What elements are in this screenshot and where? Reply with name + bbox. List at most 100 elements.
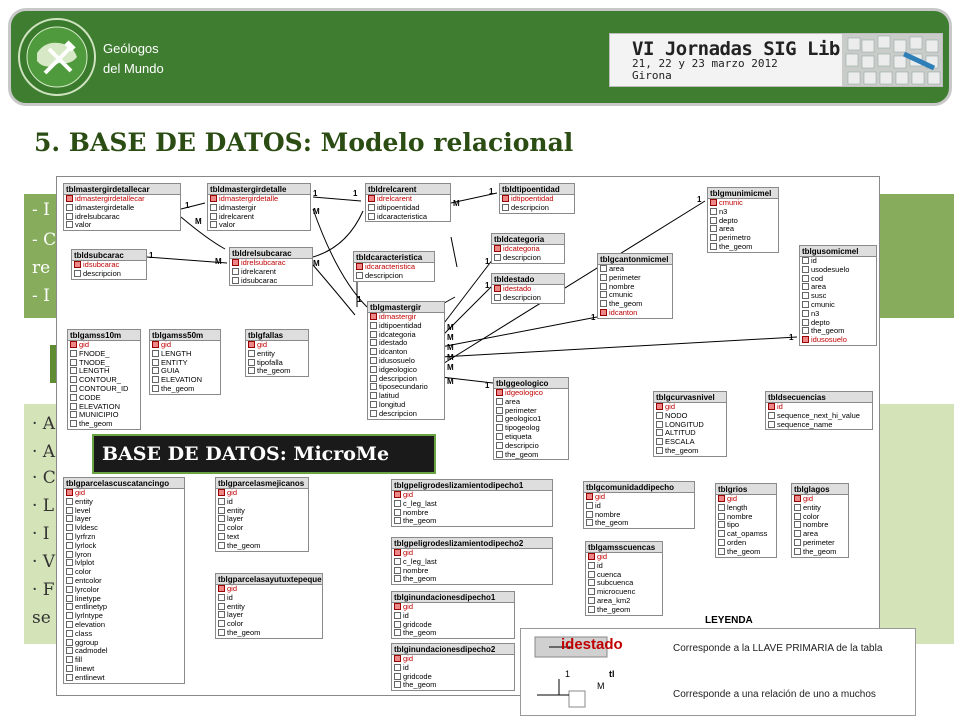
db-table-name: tblgcurvasnivel <box>654 392 726 403</box>
db-field: lyrfrzn <box>64 533 184 542</box>
db-field: color <box>792 513 848 522</box>
db-primary-key-field: cmunic <box>708 199 778 208</box>
db-field: ELEVATION <box>68 403 140 412</box>
db-field: area_km2 <box>586 597 662 606</box>
db-primary-key-field: idestado <box>492 285 564 294</box>
db-field: the_geom <box>584 519 694 528</box>
db-field: ENTITY <box>150 359 220 368</box>
db-field: idmastergir <box>208 204 310 213</box>
db-field: nombre <box>392 509 552 518</box>
cardinality-label: M <box>313 259 320 268</box>
db-field: latitud <box>368 392 444 401</box>
cardinality-label: 1 <box>353 189 358 198</box>
db-field: fill <box>64 656 184 665</box>
db-field: id <box>392 612 514 621</box>
db-primary-key-field: idsubcarac <box>72 261 146 270</box>
db-field: lyrlntype <box>64 612 184 621</box>
db-field: idcategoria <box>368 331 444 340</box>
db-field: lvlplot <box>64 559 184 568</box>
cardinality-label: 1 <box>485 281 490 290</box>
db-field: entity <box>64 498 184 507</box>
db-primary-key-field: gid <box>716 495 776 504</box>
db-field: the_geom <box>216 629 322 638</box>
db-table-name: tblmastergirdetallecar <box>64 184 180 195</box>
db-table-name: tblgmunimicmel <box>708 188 778 199</box>
db-field: text <box>216 533 308 542</box>
db-table-name: tbldcaracteristica <box>354 252 434 263</box>
db-field: valor <box>64 221 180 230</box>
db-field: cadmodel <box>64 647 184 656</box>
db-field: area <box>598 265 672 274</box>
db-primary-key-field: idcaracteristica <box>354 263 434 272</box>
db-field: NODO <box>654 412 726 421</box>
db-table-name: tblginundacionesdipecho2 <box>392 644 514 655</box>
bullet-line: - I <box>32 286 50 306</box>
db-field: elevation <box>64 621 184 630</box>
db-field: sequence_next_hi_value <box>766 412 872 421</box>
db-field: GUIA <box>150 367 220 376</box>
db-field: depto <box>800 319 876 328</box>
db-field: the_geom <box>654 447 726 456</box>
db-field: idusosuelo <box>368 357 444 366</box>
cardinality-label: 1 <box>591 313 596 322</box>
db-field: c_leg_last <box>392 500 552 509</box>
cardinality-label: 1 <box>485 257 490 266</box>
db-field: ALTITUD <box>654 429 726 438</box>
db-table-name: tblgrios <box>716 484 776 495</box>
db-table-name: tbldrelcarent <box>366 184 450 195</box>
db-field: nombre <box>392 567 552 576</box>
header-bar: Geólogos del Mundo VI Jornadas SIG Libre… <box>8 8 952 106</box>
db-table-name: tblgamss10m <box>68 330 140 341</box>
cardinality-label: M <box>447 343 454 352</box>
db-field: the_geom <box>708 243 778 252</box>
db-field: idrelcarent <box>230 268 312 277</box>
db-primary-key-field: idgeologico <box>494 389 568 398</box>
db-table-name: tbldrelsubcarac <box>230 248 312 259</box>
cardinality-label: M <box>313 207 320 216</box>
cardinality-label: M <box>453 199 460 208</box>
org-name-line2: del Mundo <box>103 61 164 76</box>
cardinality-label: M <box>447 333 454 342</box>
db-field: orden <box>716 539 776 548</box>
db-field: color <box>64 568 184 577</box>
db-primary-key-field: gid <box>392 603 514 612</box>
banner-dates: 21, 22 y 23 marzo 2012 Girona <box>632 58 778 82</box>
db-field: perimetro <box>708 234 778 243</box>
db-table-name: tblginundacionesdipecho1 <box>392 592 514 603</box>
db-field: LONGITUD <box>654 421 726 430</box>
db-field: id <box>800 257 876 266</box>
cardinality-label: M <box>447 377 454 386</box>
db-table-name: tblgpeligrodeslizamientodipecho1 <box>392 480 552 491</box>
db-table-name: tblgfallas <box>246 330 308 341</box>
db-field: nombre <box>598 283 672 292</box>
db-field: longitud <box>368 401 444 410</box>
cardinality-label: 1 <box>313 189 318 198</box>
db-table-name: tblgpeligrodeslizamientodipecho2 <box>392 538 552 549</box>
legend-symbols-icon <box>534 636 608 708</box>
cardinality-label: 1 <box>185 201 190 210</box>
db-field: idsubcarac <box>230 277 312 286</box>
db-field: microcuenc <box>586 588 662 597</box>
db-field: CONTOUR_ID <box>68 385 140 394</box>
db-field: entity <box>792 504 848 513</box>
db-primary-key-field: idmastergir <box>368 313 444 322</box>
overlay-db-label: BASE DE DATOS: MicroMe <box>92 434 436 474</box>
db-field: entity <box>246 350 308 359</box>
cardinality-label: 1 <box>697 195 702 204</box>
db-field: tipo <box>716 521 776 530</box>
db-field: the_geom <box>800 327 876 336</box>
db-primary-key-field: gid <box>586 553 662 562</box>
db-field: linewt <box>64 665 184 674</box>
bullet-line: se <box>32 608 51 628</box>
legend-pk-text: Corresponde a la LLAVE PRIMARIA de la ta… <box>673 643 883 654</box>
db-field: the_geom <box>68 420 140 429</box>
db-field: entcolor <box>64 577 184 586</box>
slide-title: 5. BASE DE DATOS: Modelo relacional <box>34 128 574 157</box>
